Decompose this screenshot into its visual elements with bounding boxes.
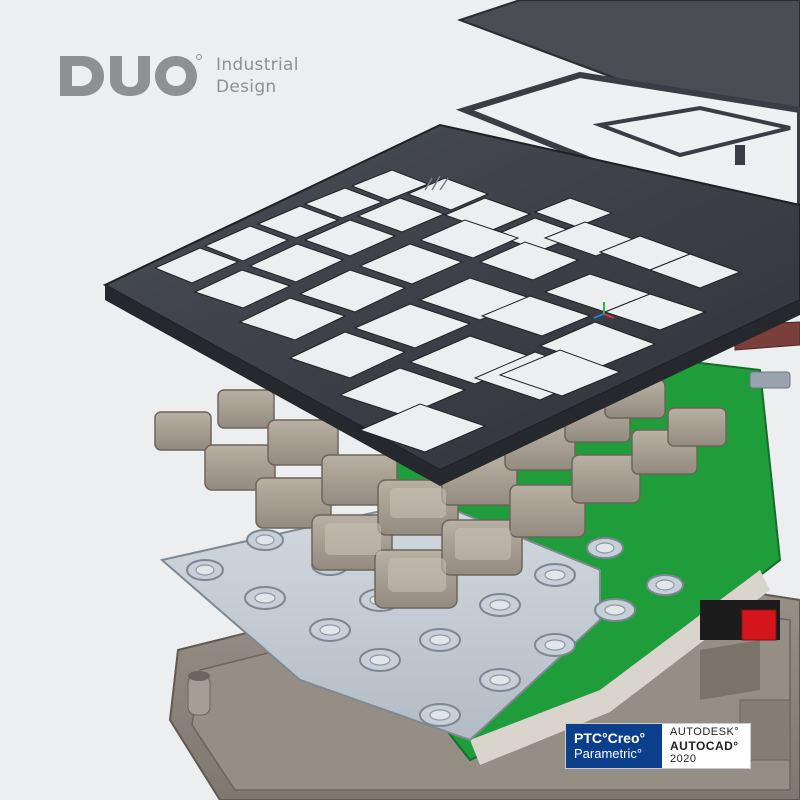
creo-badge-line2: Parametric° xyxy=(574,746,643,761)
duo-logo-icon xyxy=(60,54,202,96)
key-cap-tops xyxy=(325,488,511,592)
brand-tagline: Industrial Design xyxy=(216,54,299,98)
brand-tagline-line2: Design xyxy=(216,77,277,97)
key-caps xyxy=(154,334,727,609)
keypad-frame xyxy=(102,123,800,486)
autocad-year: 2020 xyxy=(670,753,697,765)
creo-badge-line1: PTC°Creo° xyxy=(574,730,646,746)
autodesk-label: AUTODESK° xyxy=(670,726,740,738)
coordinate-triad-icon xyxy=(593,302,615,319)
brand-lockup: Industrial Design xyxy=(60,52,299,100)
autocad-badge: AUTODESK° AUTOCAD° 2020 xyxy=(662,724,750,768)
autocad-label: AUTOCAD° xyxy=(670,739,739,753)
ptc-creo-badge: PTC°Creo° Parametric° xyxy=(566,724,662,768)
brand-tagline-line1: Industrial xyxy=(216,55,299,75)
software-badges: PTC°Creo° Parametric° AUTODESK° AUTOCAD°… xyxy=(566,724,750,768)
